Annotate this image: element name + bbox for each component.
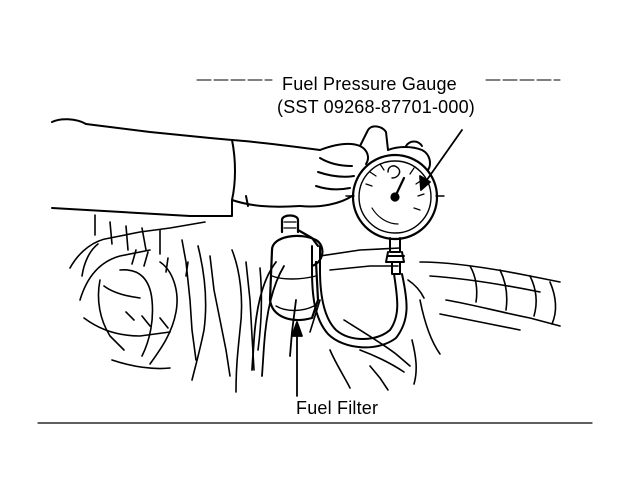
arm-sleeve xyxy=(51,118,321,217)
pressure-gauge-body xyxy=(345,153,445,241)
fuel-hose xyxy=(311,245,408,349)
gauge-name-label: Fuel Pressure Gauge xyxy=(282,74,457,94)
filter-leader-arrow xyxy=(291,321,303,397)
hand xyxy=(299,125,431,208)
gauge-tool-number-label: (SST 09268-87701-000) xyxy=(277,97,475,117)
filter-label: Fuel Filter xyxy=(296,398,379,418)
filter-lines xyxy=(251,261,297,377)
gauge-hose-fitting xyxy=(385,237,405,275)
gauge-leader-arrow xyxy=(419,129,463,191)
